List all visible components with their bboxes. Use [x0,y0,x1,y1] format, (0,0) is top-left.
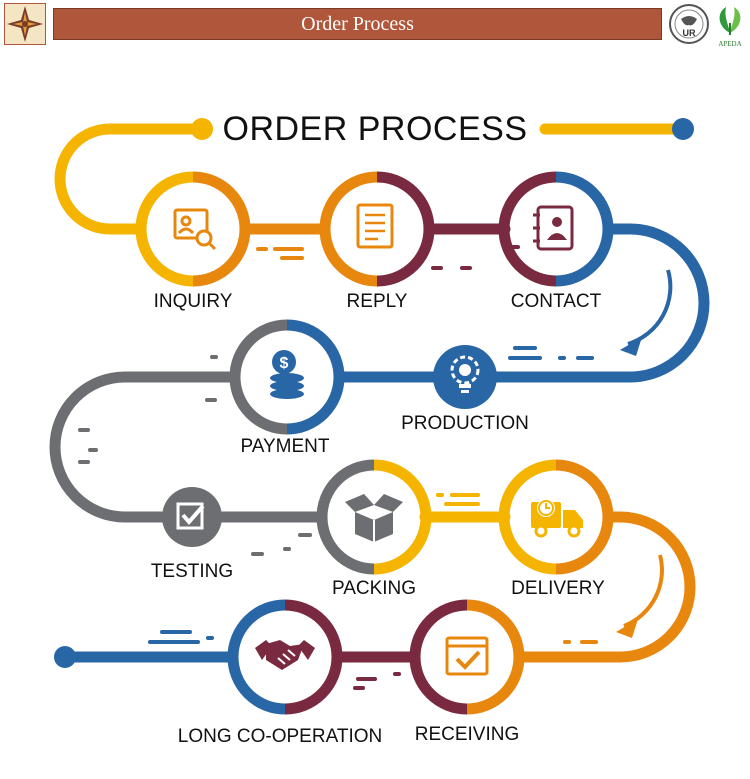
arrow-head-delivery-receiving [616,619,638,638]
step-label-testing: TESTING [150,561,234,582]
handshake-icon [255,640,315,670]
step-label-inquiry: INQUIRY [153,291,233,312]
flow-path-contact-production [484,223,710,383]
document-icon [356,203,394,249]
checkbox-icon [176,502,205,530]
certification-seal-icon: UR [669,4,709,44]
step-delivery [498,459,614,575]
step-production [433,345,497,409]
compass-logo-icon [4,3,46,45]
svg-text:$: $ [280,355,289,372]
svg-text:UR: UR [683,28,696,38]
step-contact [498,171,614,287]
step-label-contact: CONTACT [510,291,602,312]
contact-book-icon [533,205,574,251]
step-label-payment: PAYMENT [240,436,330,457]
step-inquiry [135,171,251,287]
arrow-contact-production [627,269,673,346]
decorative-dashes [78,245,598,690]
page-title-banner: Order Process [53,8,662,40]
top-header: Order Process UR APEDA [0,0,750,48]
leaf-logo-icon [719,7,741,35]
step-long-cooperation [227,599,343,715]
page-title: Order Process [301,12,414,35]
profile-search-icon [173,208,217,251]
arrow-delivery-receiving [623,554,664,628]
arrow-head-contact-production [620,337,642,356]
open-box-icon [345,494,403,542]
flow-dot-end [54,646,76,668]
delivery-truck-icon [531,499,583,538]
step-reply [319,171,435,287]
flow-dot-start [191,118,213,140]
step-label-delivery: DELIVERY [511,578,605,599]
step-label-reply: REPLY [346,291,408,312]
step-label-production: PRODUCTION [401,413,529,434]
flow-dot-title-right [672,118,694,140]
apeda-logo-text: APEDA [718,40,742,48]
coins-dollar-icon: $ [270,350,304,399]
apeda-logo: APEDA [712,3,748,48]
box-check-icon [445,636,489,676]
step-label-long-cooperation: LONG CO-OPERATION [177,726,383,747]
step-receiving [409,599,525,715]
flow-path-start [54,123,208,235]
flow-path-payment-testing [49,371,241,523]
step-label-receiving: RECEIVING [414,724,520,745]
step-label-packing: PACKING [331,578,417,599]
step-payment: $ [229,319,345,435]
step-testing [162,487,222,547]
diagram-title: ORDER PROCESS [222,110,528,148]
step-packing [316,459,432,575]
lightbulb-gear-icon [450,355,480,393]
flow-path-delivery-receiving [514,511,696,663]
